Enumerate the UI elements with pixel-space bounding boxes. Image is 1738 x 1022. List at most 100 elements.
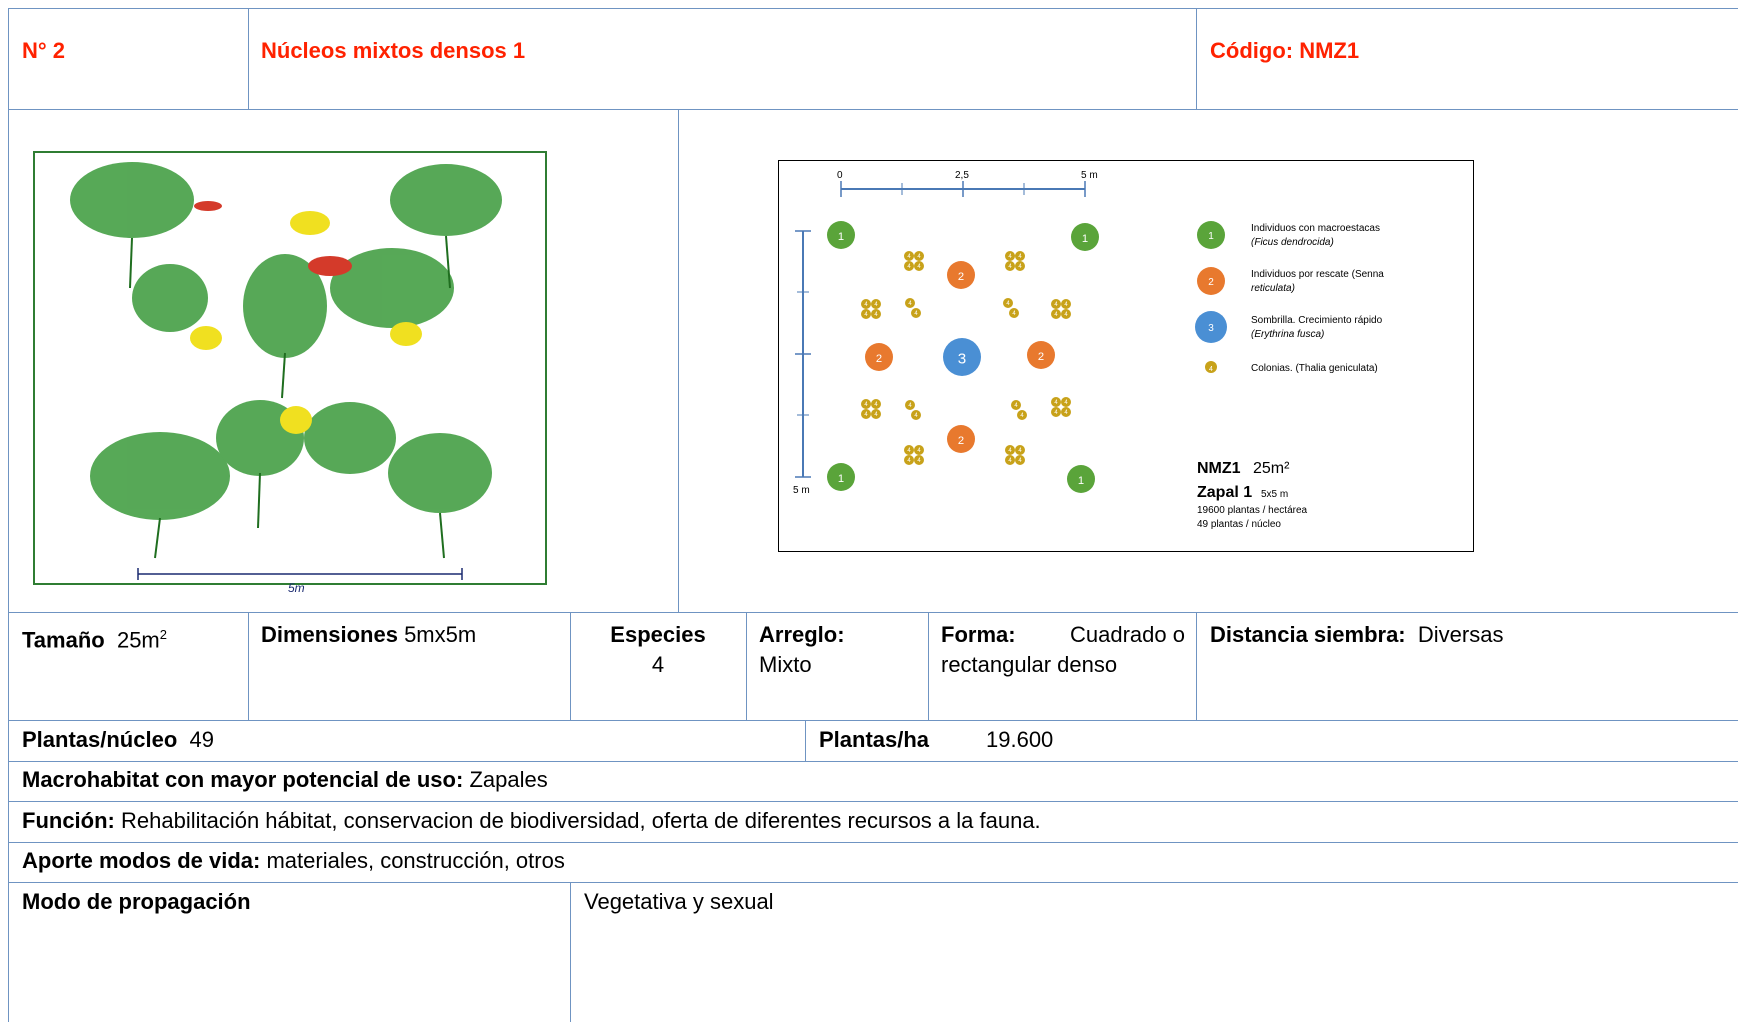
marker-colonia (861, 409, 871, 419)
marker-colonia-label: 4 (917, 254, 921, 260)
table-border (1196, 8, 1197, 109)
diagram-plants: 49 plantas / núcleo (1197, 519, 1281, 530)
shape-value-1: Cuadrado o (1070, 622, 1185, 647)
marker-colonia (1051, 397, 1061, 407)
marker-colonia (1015, 455, 1025, 465)
marker-colonia-label: 4 (864, 412, 868, 418)
marker-colonia-label: 4 (1054, 302, 1058, 308)
marker-colonia (914, 455, 924, 465)
species-cell: Especies 4 (570, 620, 746, 680)
marker-macroestaca-label: 1 (838, 473, 844, 485)
diagram-code: NMZ1 (1197, 460, 1241, 477)
size-label: Tamaño (22, 627, 105, 653)
table-border (805, 720, 806, 761)
function-label: Función: (22, 808, 115, 833)
marker-colonia (1015, 261, 1025, 271)
marker-colonia (914, 445, 924, 455)
marker-colonia-label: 4 (1054, 400, 1058, 406)
macrohabitat-value: Zapales (469, 767, 548, 792)
marker-colonia (1051, 299, 1061, 309)
sketch-scale-label: 5m (288, 581, 305, 595)
legend-text: (Ficus dendrocida) (1251, 237, 1334, 248)
legend-marker-number: 2 (1208, 277, 1214, 288)
marker-colonia-label: 4 (874, 302, 878, 308)
function-value: Rehabilitación hábitat, conservacion de … (121, 808, 1041, 833)
legend-text: Sombrilla. Crecimiento rápido (1251, 315, 1383, 326)
table-border (678, 109, 679, 612)
table-border (248, 612, 249, 720)
marker-colonia (871, 299, 881, 309)
marker-macroestaca-label: 1 (838, 231, 844, 243)
marker-colonia-label: 4 (1012, 311, 1016, 317)
marker-colonia-label: 4 (907, 264, 911, 270)
marker-colonia-label: 4 (917, 264, 921, 270)
plants-per-nucleus-cell: Plantas/núcleo 49 (22, 725, 214, 755)
sheet-title: Núcleos mixtos densos 1 (261, 38, 526, 63)
species-label: Especies (610, 622, 706, 647)
marker-colonia-label: 4 (1006, 301, 1010, 307)
marker-colonia-label: 4 (874, 402, 878, 408)
marker-colonia (904, 455, 914, 465)
legend-text: Individuos con macroestacas (1251, 223, 1380, 234)
marker-colonia (1005, 445, 1015, 455)
size-superscript: 2 (159, 627, 167, 642)
marker-colonia-label: 4 (907, 458, 911, 464)
marker-colonia-label: 4 (864, 402, 868, 408)
marker-colonia (1015, 445, 1025, 455)
dimensions-cell: Dimensiones 5mx5m (261, 620, 476, 650)
marker-macroestaca-label: 1 (1082, 233, 1088, 245)
dimensions-value: 5mx5m (404, 622, 477, 647)
marker-colonia-label: 4 (864, 312, 868, 318)
legend-marker (1197, 221, 1225, 249)
marker-colonia (911, 410, 921, 420)
marker-macroestaca (1071, 223, 1099, 251)
distance-cell: Distancia siembra: Diversas (1210, 620, 1503, 650)
scale-left-label: 5 m (793, 485, 810, 496)
marker-rescate-label: 2 (1038, 351, 1044, 363)
marker-colonia-label: 4 (1054, 410, 1058, 416)
sheet-code: Código: NMZ1 (1210, 38, 1360, 63)
table-border-left (8, 8, 9, 1022)
marker-rescate-label: 2 (958, 435, 964, 447)
diagram-density: 19600 plantas / hectárea (1197, 505, 1308, 516)
scale-top-end: 5 m (1081, 170, 1098, 181)
marker-colonia-label: 4 (874, 412, 878, 418)
species-value: 4 (651, 652, 665, 677)
scale-top-0: 0 (837, 170, 843, 181)
marker-colonia (904, 445, 914, 455)
table-border (8, 842, 1738, 843)
marker-colonia-label: 4 (908, 403, 912, 409)
table-border (1196, 612, 1197, 720)
marker-colonia-label: 4 (917, 448, 921, 454)
marker-colonia-label: 4 (1018, 458, 1022, 464)
marker-rescate-label: 2 (958, 271, 964, 283)
marker-colonia (1003, 298, 1013, 308)
marker-colonia (1061, 299, 1071, 309)
size-cell: Tamaño 25m2 (22, 620, 167, 655)
table-border (570, 882, 571, 1022)
livelihood-cell: Aporte modos de vida: materiales, constr… (22, 846, 565, 876)
macrohabitat-label: Macrohabitat con mayor potencial de uso: (22, 767, 464, 792)
plants-per-nucleus-label: Plantas/núcleo (22, 727, 178, 752)
marker-colonia (905, 298, 915, 308)
marker-colonia (1061, 397, 1071, 407)
marker-colonia-label: 4 (1014, 403, 1018, 409)
marker-colonia (1015, 251, 1025, 261)
table-border (8, 109, 1738, 110)
marker-rescate-label: 2 (876, 353, 882, 365)
size-value: 25m (116, 627, 160, 653)
marker-colonia-label: 4 (1008, 254, 1012, 260)
marker-colonia (871, 409, 881, 419)
table-border (570, 612, 571, 720)
legend-marker (1197, 267, 1225, 295)
table-border (8, 761, 1738, 762)
table-border-top (8, 8, 1738, 9)
marker-colonia (904, 261, 914, 271)
table-border (248, 8, 249, 109)
marker-colonia (905, 400, 915, 410)
propagation-value: Vegetativa y sexual (584, 889, 774, 914)
marker-colonia-label: 4 (907, 448, 911, 454)
table-border (8, 612, 1738, 613)
